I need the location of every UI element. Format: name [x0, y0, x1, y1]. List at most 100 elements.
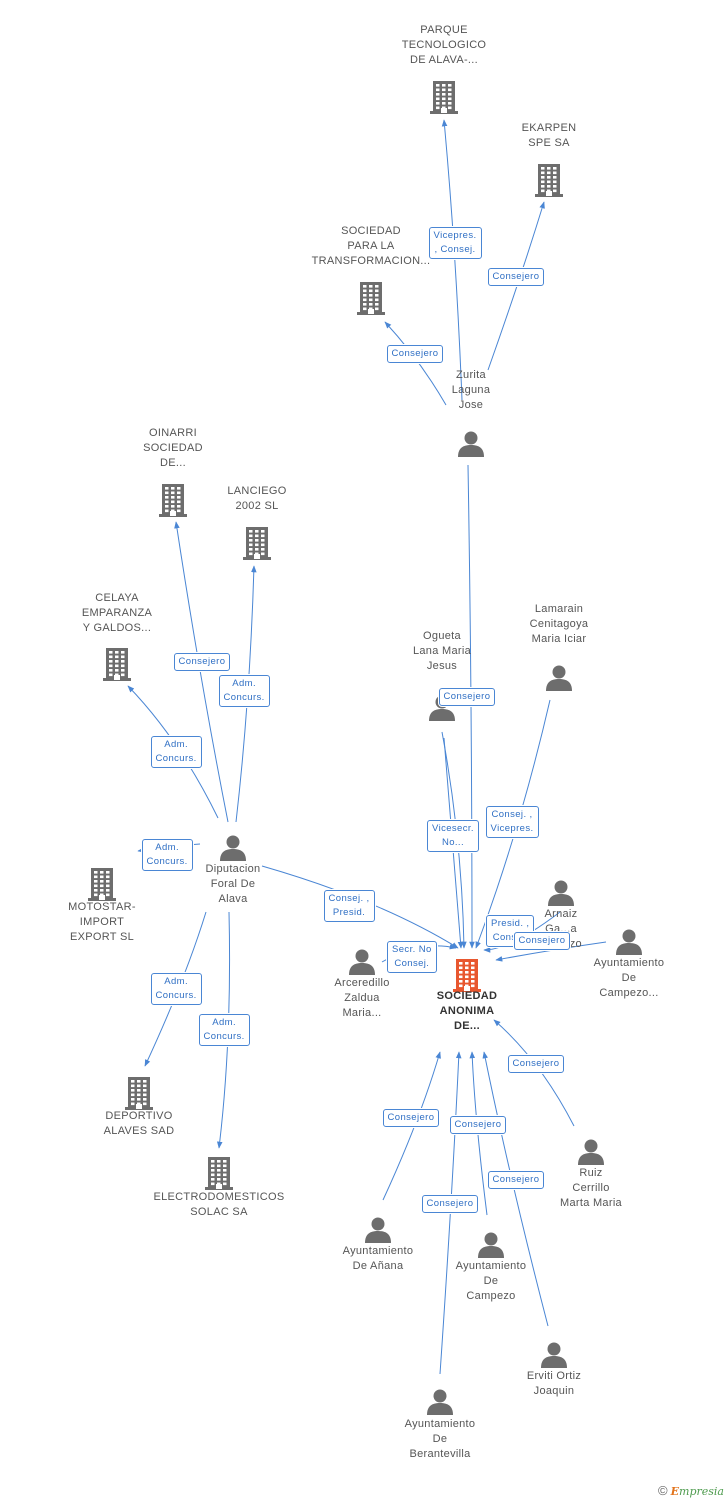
label-line: Diputacion — [205, 863, 261, 875]
ayto_anana-person-icon[interactable] — [364, 1216, 392, 1249]
label-line: Jose — [458, 399, 484, 411]
edge-label-diputacion: Adm.Concurs. — [141, 839, 193, 871]
edge-label-line: Presid. — [332, 907, 366, 918]
label-line: De — [432, 1433, 448, 1445]
label-line: ALAVES SAD — [103, 1125, 175, 1137]
label-line: Ayuntamiento — [404, 1418, 476, 1430]
label-line: MOTOSTAR- — [68, 901, 136, 913]
edge-label-line: Vicepres. — [490, 823, 534, 834]
edge-label-line: Consej. — [492, 932, 528, 943]
label-line: Campezo — [466, 1290, 516, 1302]
electro-building-icon[interactable] — [205, 1155, 233, 1196]
edge-label-ayto_campezo2: Consejero — [449, 1116, 507, 1134]
label-line: Ayuntamiento — [342, 1245, 414, 1257]
edge-label-line: Consejero — [387, 1112, 435, 1123]
ruiz-person-icon[interactable] — [577, 1138, 605, 1171]
label-line: Cenitagoya — [529, 618, 589, 630]
arnaiz-person-icon[interactable] — [547, 879, 575, 912]
edge-label-zurita: Consejero — [386, 345, 444, 363]
label-line: De — [483, 1275, 499, 1287]
ayto_campezo1-person-icon[interactable] — [615, 928, 643, 961]
edge-ayto_berantevilla-to-sociedad — [439, 1051, 462, 1375]
label-line: Lana Maria — [412, 645, 472, 657]
edge-label-diputacion: Consej. , Presid. — [323, 890, 375, 922]
label-line: Berantevilla — [409, 1448, 471, 1460]
lanciego-building-icon[interactable] — [243, 525, 271, 566]
parque-building-icon[interactable] — [430, 79, 458, 120]
edge-label-line: Adm. — [155, 842, 179, 853]
label-line: Lamarain — [534, 603, 584, 615]
ayto_anana-label[interactable]: Ayuntamiento De Añana — [308, 1244, 448, 1274]
edge-label-line: Consej. , — [328, 893, 370, 904]
label-line: De Añana — [352, 1260, 404, 1272]
arceredillo-person-icon[interactable] — [348, 948, 376, 981]
edge-diputacion-to-oinarri — [174, 521, 229, 823]
edge-label-diputacion: Adm.Concurs. — [198, 1014, 250, 1046]
edge-label-line: Secr. No — [392, 944, 432, 955]
label-line: Ayuntamiento — [593, 957, 665, 969]
lamarain-person-icon[interactable] — [545, 664, 573, 697]
zurita-person-icon[interactable] — [457, 430, 485, 463]
edge-label-line: Consejero — [512, 1058, 560, 1069]
label-line: ANONIMA — [439, 1005, 495, 1017]
label-line: PARQUE — [420, 24, 468, 36]
edge-label-line: Presid. , — [491, 918, 530, 929]
edge-label-zurita: Vicepres., Consej. — [428, 227, 482, 259]
edge-label-ruiz: Consejero — [507, 1055, 565, 1073]
label-line: Laguna — [451, 384, 491, 396]
erviti-person-icon[interactable] — [540, 1341, 568, 1374]
label-line: Arceredillo — [334, 977, 390, 989]
edge-label-ogueta: Consejero — [438, 688, 496, 706]
label-line: ELECTRODOMESTICOS — [153, 1191, 285, 1203]
edge-label-diputacion: Consejero — [173, 653, 231, 671]
label-line: TRANSFORMACION... — [311, 255, 431, 267]
label-line: SOLAC SA — [190, 1206, 248, 1218]
label-line: IMPORT — [79, 916, 125, 928]
label-line: Maria Iciar — [531, 633, 587, 645]
label-line: Maria... — [342, 1007, 382, 1019]
sociedad_transf-building-icon[interactable] — [357, 280, 385, 321]
edge-label-line: Concurs. — [223, 692, 265, 703]
edge-label-line: Concurs. — [155, 753, 197, 764]
motostar-building-icon[interactable] — [88, 866, 116, 907]
label-line: OINARRI — [149, 427, 197, 439]
label-line: Campezo... — [599, 987, 659, 999]
edge-zurita-to-sociedad — [467, 464, 475, 949]
edge-label-line: Vicesecr. — [432, 823, 474, 834]
diputacion-person-icon[interactable] — [219, 834, 247, 867]
sociedad-building-icon[interactable] — [453, 957, 481, 998]
edge-label-ayto_campezo1: Consejero — [513, 932, 571, 950]
electro-label[interactable]: ELECTRODOMESTICOS SOLAC SA — [149, 1190, 289, 1220]
ekarpen-building-icon[interactable] — [535, 162, 563, 203]
label-line: SPE SA — [528, 137, 570, 149]
celaya-building-icon[interactable] — [103, 646, 131, 687]
label-line: EMPARANZA — [81, 607, 153, 619]
ayto_campezo2-person-icon[interactable] — [477, 1231, 505, 1264]
ayto_berantevilla-person-icon[interactable] — [426, 1388, 454, 1421]
oinarri-building-icon[interactable] — [159, 482, 187, 523]
deportivo-building-icon[interactable] — [125, 1075, 153, 1116]
label-line: Cerrillo — [572, 1182, 610, 1194]
label-line: Ruiz — [579, 1167, 603, 1179]
edge-label-arnaiz: Presid. , Consej. — [486, 915, 535, 947]
edge-label-line: Consejero — [426, 1198, 474, 1209]
